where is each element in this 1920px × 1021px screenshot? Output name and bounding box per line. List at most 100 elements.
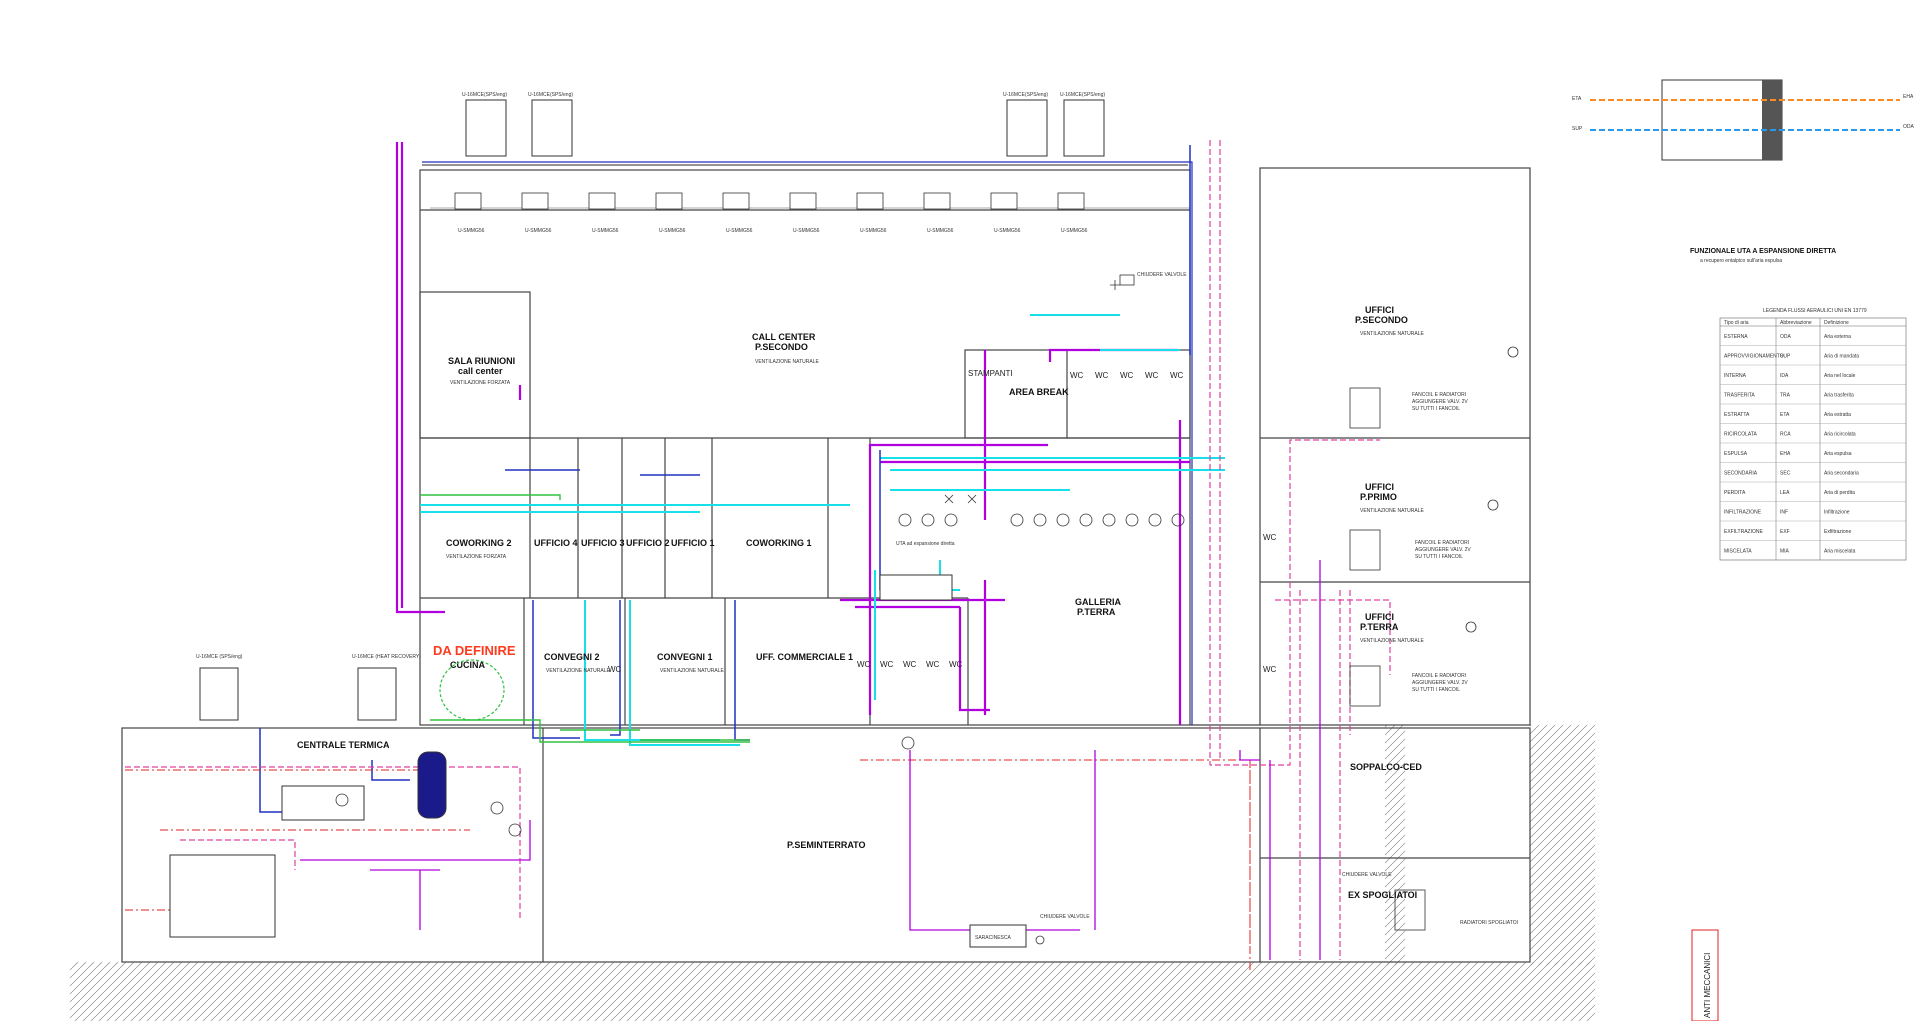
wc-label: WC (1263, 533, 1277, 542)
legend-cell: RICIRCOLATA (1724, 432, 1758, 438)
legend-cell: Aria trasferita (1824, 393, 1854, 399)
legend-header-cell: Tipo di aria (1724, 320, 1749, 326)
note-fancoil-p1-2: AGGIUNGERE VALV. 2V (1415, 547, 1471, 553)
room-sala-riunioni: SALA RIUNIONI (448, 356, 515, 366)
note-vent-call-center: VENTILAZIONE NATURALE (755, 359, 819, 365)
room-spogliatoi: EX SPOGLIATOI (1348, 890, 1417, 900)
room-coworking-1: COWORKING 1 (746, 538, 812, 548)
legend-header-cell: Definizione (1824, 320, 1849, 326)
room-ufficio-3: UFFICIO 3 (581, 538, 625, 548)
legend-cell: Exfiltrazione (1824, 529, 1851, 535)
legend-cell: PERDITA (1724, 490, 1746, 496)
legend-cell: LEA (1780, 490, 1790, 496)
wc-label: WC (880, 660, 894, 669)
room-uffici-secondo: UFFICI (1365, 305, 1394, 315)
note-vent-coworking2: VENTILAZIONE FORZATA (446, 554, 507, 560)
note-vent-convegni2: VENTILAZIONE NATURALE (546, 668, 610, 674)
legend-title-text: LEGENDA FLUSSI AERAULICI UNI EN 13779 (1763, 308, 1867, 314)
galleria-diffusers (898, 513, 1185, 527)
building-outline (121, 167, 1531, 963)
legend-cell: INTERNA (1724, 373, 1747, 379)
note-vent-uffici-terra: VENTILAZIONE NATURALE (1360, 638, 1424, 644)
note-vent-uffici-secondo: VENTILAZIONE NATURALE (1360, 331, 1424, 337)
legend-cell: Aria secondaria (1824, 471, 1859, 477)
legend-cell: MIA (1780, 549, 1790, 555)
wc-label: WC (949, 660, 963, 669)
legend-cell: INF (1780, 510, 1788, 516)
legend-cell: Aria esterna (1824, 334, 1851, 340)
note-fancoil-3: SU TUTTI I FANCOIL (1412, 406, 1460, 412)
legend-table: LEGENDA FLUSSI AERAULICI UNI EN 13779 Ti… (1719, 308, 1907, 561)
note-chiudere-valvole: CHIUDERE VALVOLE (1137, 272, 1187, 278)
note-fancoil-2: AGGIUNGERE VALV. 2V (1412, 399, 1468, 405)
wc-label: WC (1170, 371, 1184, 380)
legend-cell: EHA (1780, 451, 1791, 457)
outdoor-unit-left-label: U-16MCE (SPS/eng) (196, 654, 243, 660)
note-fancoil-pt-2: AGGIUNGERE VALV. 2V (1412, 680, 1468, 686)
legend-cell: Aria espulsa (1824, 451, 1852, 457)
note-chiudere-valvole-2: CHIUDERE VALVOLE (1040, 914, 1090, 920)
wc-label: WC (857, 660, 871, 669)
room-call-center-floor: P.SECONDO (755, 342, 808, 352)
equipment-notes: CHIUDERE VALVOLE CHIUDERE VALVOLE CHIUDE… (896, 272, 1518, 941)
note-fancoil-pt-1: FANCOIL E RADIATORI (1412, 673, 1466, 679)
room-galleria: GALLERIA (1075, 597, 1121, 607)
uta-flow-eta: ETA (1572, 96, 1582, 102)
room-ufficio-4: UFFICIO 4 (534, 538, 578, 548)
legend-cell: TRASFERITA (1724, 393, 1755, 399)
legend-cell: ESTRATTA (1724, 412, 1750, 418)
svg-text:U-SMMG56: U-SMMG56 (525, 228, 552, 234)
legend-cell: Aria di mandata (1824, 354, 1859, 360)
domestic-water-pipes (125, 140, 1391, 960)
note-fancoil-p1-3: SU TUTTI I FANCOIL (1415, 554, 1463, 560)
room-coworking-2: COWORKING 2 (446, 538, 512, 548)
outdoor-units-top (465, 99, 1105, 157)
uta-diagram-title: FUNZIONALE UTA A ESPANSIONE DIRETTA (1690, 248, 1836, 255)
uta-flow-sup: SUP (1572, 126, 1583, 132)
note-radiatori-spogliatoi: RADIATORI SPOGLIATOI (1460, 920, 1518, 926)
note-chiudere-valvole-3: CHIUDERE VALVOLE (1342, 872, 1392, 878)
note-saracinesca: SARACINESCA (975, 935, 1012, 941)
room-uffici-terra-floor: P.TERRA (1360, 622, 1399, 632)
room-uffici-secondo-floor: P.SECONDO (1355, 315, 1408, 325)
legend-cell: ESPULSA (1724, 451, 1748, 457)
ceiling-units (454, 192, 1085, 210)
svg-text:U-SMMG56: U-SMMG56 (659, 228, 686, 234)
room-ufficio-1: UFFICIO 1 (671, 538, 715, 548)
return-air-ducts (420, 314, 1225, 746)
ground-hatch (70, 725, 1595, 1021)
note-vent-sala: VENTILAZIONE FORZATA (450, 380, 511, 386)
legend-cell: SEC (1780, 471, 1791, 477)
room-area-break: AREA BREAK (1009, 387, 1069, 397)
wc-label: WC (1070, 371, 1084, 380)
legend-cell: Aria nel locale (1824, 373, 1856, 379)
note-uta: UTA ad espansione diretta (896, 541, 955, 547)
svg-text:U-SMMG56: U-SMMG56 (592, 228, 619, 234)
uta-flow-oda: ODA (1903, 124, 1915, 130)
ventilation-notes: VENTILAZIONE NATURALE VENTILAZIONE FORZA… (446, 331, 1424, 674)
legend-cell: ETA (1780, 412, 1790, 418)
note-fancoil-1: FANCOIL E RADIATORI (1412, 392, 1466, 398)
svg-text:U-SMMG56: U-SMMG56 (927, 228, 954, 234)
svg-text:U-SMMG56: U-SMMG56 (860, 228, 887, 234)
note-fancoil-p1-1: FANCOIL E RADIATORI (1415, 540, 1469, 546)
outdoor-unit-label-4: U-16MCE(SPS/eng) (1060, 92, 1105, 98)
outdoor-unit-right-label: U-16MCE (HEAT RECOVERY) (352, 654, 421, 660)
valves-and-fittings (335, 274, 1519, 945)
legend-cell: Infiltrazione (1824, 510, 1850, 516)
chilled-water-pipes (259, 145, 1191, 813)
room-ufficio-2: UFFICIO 2 (626, 538, 670, 548)
svg-text:U-SMMG56: U-SMMG56 (726, 228, 753, 234)
svg-text:U-SMMG56: U-SMMG56 (1061, 228, 1088, 234)
legend-cell: IDA (1780, 373, 1789, 379)
legend-cell: Aria estratta (1824, 412, 1851, 418)
wc-label: WC (1145, 371, 1159, 380)
cucina-highlight (439, 659, 505, 721)
outdoor-unit-label-1: U-16MCE(SPS/eng) (462, 92, 507, 98)
heating-pipes (420, 494, 750, 743)
central-equipment (169, 574, 1027, 948)
note-vent-convegni1: VENTILAZIONE NATURALE (660, 668, 724, 674)
sheet-tab-label: ANTI MECCANICI (1703, 953, 1712, 1018)
room-uffici-primo-floor: P.PRIMO (1360, 492, 1397, 502)
